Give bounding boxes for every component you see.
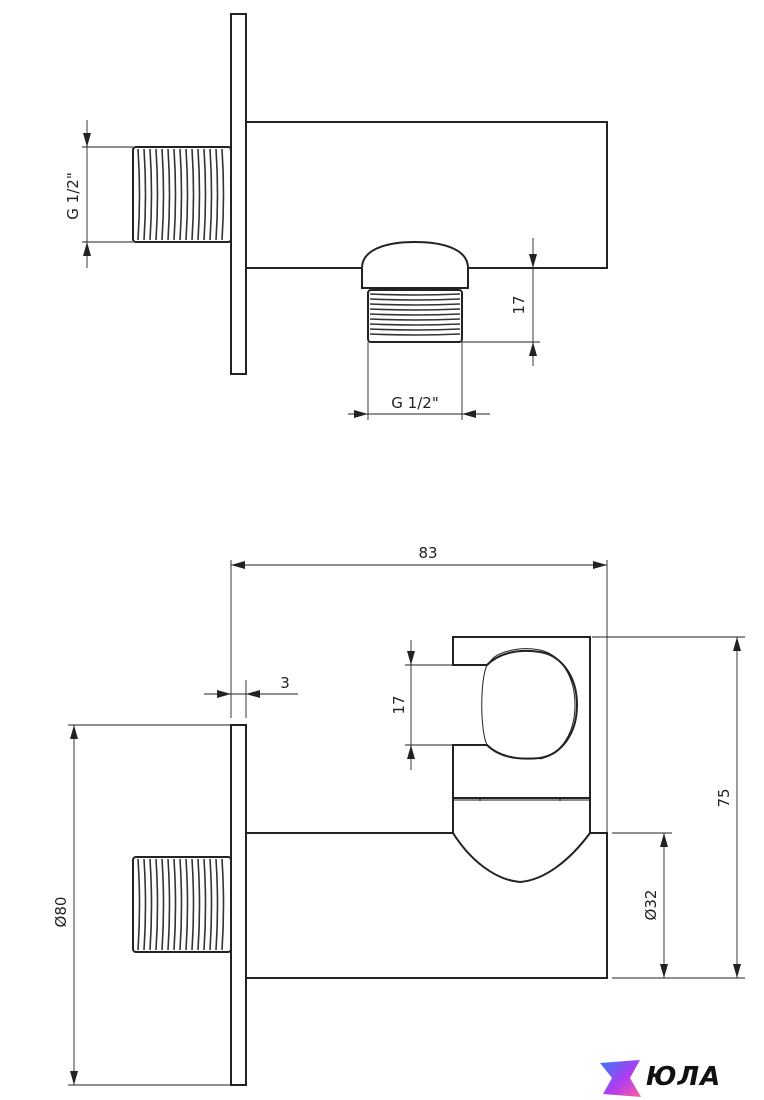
body-diameter-label: Ø32 bbox=[642, 890, 660, 921]
thread-line bbox=[197, 858, 201, 951]
side-thread-front bbox=[132, 856, 232, 953]
plate-diameter-label: Ø80 bbox=[52, 897, 70, 928]
dim-outlet-height: 17 bbox=[462, 238, 540, 366]
side-thread bbox=[132, 146, 232, 243]
thread-line bbox=[191, 858, 195, 951]
thread-line bbox=[179, 148, 183, 241]
outlet-thread-label: G 1/2" bbox=[391, 394, 438, 412]
thread-line bbox=[369, 333, 461, 336]
dim-side-thread: G 1/2" bbox=[64, 120, 133, 268]
dim-overall-height: 75 bbox=[592, 636, 745, 979]
logo-wordmark: ЮЛА bbox=[646, 1062, 722, 1092]
thread-line bbox=[209, 148, 213, 241]
outlet-height-label: 17 bbox=[510, 295, 528, 314]
thread-line bbox=[221, 858, 225, 951]
thread-line bbox=[155, 148, 159, 241]
thread-line bbox=[173, 858, 177, 951]
thread-line bbox=[173, 148, 177, 241]
thread-line bbox=[215, 148, 219, 241]
holder-bracket bbox=[452, 636, 591, 884]
thread-line bbox=[369, 318, 461, 321]
logo-mark-icon bbox=[600, 1060, 641, 1097]
thread-line bbox=[185, 148, 189, 241]
dim-plate-thickness: 3 bbox=[204, 674, 298, 718]
thread-line bbox=[209, 858, 213, 951]
thread-line bbox=[203, 858, 207, 951]
thread-line bbox=[185, 858, 189, 951]
top-view: G 1/2" 17 G 1/2" bbox=[64, 13, 608, 420]
dim-body-diameter: Ø32 bbox=[612, 832, 672, 978]
thread-line bbox=[369, 323, 461, 326]
thread-line bbox=[149, 858, 153, 951]
wall-plate-front bbox=[230, 724, 247, 1086]
overall-height-label: 75 bbox=[715, 788, 733, 807]
overall-length-label: 83 bbox=[418, 544, 437, 562]
outlet-dome bbox=[361, 240, 469, 289]
thread-line bbox=[369, 308, 461, 311]
thread-line bbox=[179, 858, 183, 951]
dim-holder-opening: 17 bbox=[390, 640, 487, 770]
thread-line bbox=[369, 298, 461, 301]
thread-line bbox=[137, 148, 141, 241]
thread-line bbox=[155, 858, 159, 951]
thread-line bbox=[369, 328, 461, 331]
plate-thickness-label: 3 bbox=[280, 674, 290, 692]
dim-plate-diameter: Ø80 bbox=[52, 724, 231, 1086]
thread-line bbox=[197, 148, 201, 241]
outlet-thread bbox=[367, 289, 463, 343]
thread-line bbox=[221, 148, 225, 241]
front-view: 83 3 Ø80 17 bbox=[52, 544, 745, 1086]
thread-line bbox=[369, 293, 461, 296]
holder-opening-label: 17 bbox=[390, 695, 408, 714]
thread-line bbox=[137, 858, 141, 951]
thread-line bbox=[203, 148, 207, 241]
wall-plate bbox=[230, 13, 247, 375]
dim-overall-length: 83 bbox=[230, 544, 608, 833]
side-thread-label: G 1/2" bbox=[64, 172, 82, 219]
thread-line bbox=[369, 313, 461, 316]
thread-line bbox=[215, 858, 219, 951]
dim-outlet-thread: G 1/2" bbox=[348, 342, 490, 420]
thread-line bbox=[161, 858, 165, 951]
logo: ЮЛА bbox=[598, 1058, 764, 1098]
thread-line bbox=[161, 148, 165, 241]
thread-line bbox=[143, 858, 147, 951]
thread-line bbox=[191, 148, 195, 241]
thread-line bbox=[167, 148, 171, 241]
thread-line bbox=[149, 148, 153, 241]
thread-line bbox=[167, 858, 171, 951]
thread-line bbox=[143, 148, 147, 241]
thread-line bbox=[369, 303, 461, 306]
